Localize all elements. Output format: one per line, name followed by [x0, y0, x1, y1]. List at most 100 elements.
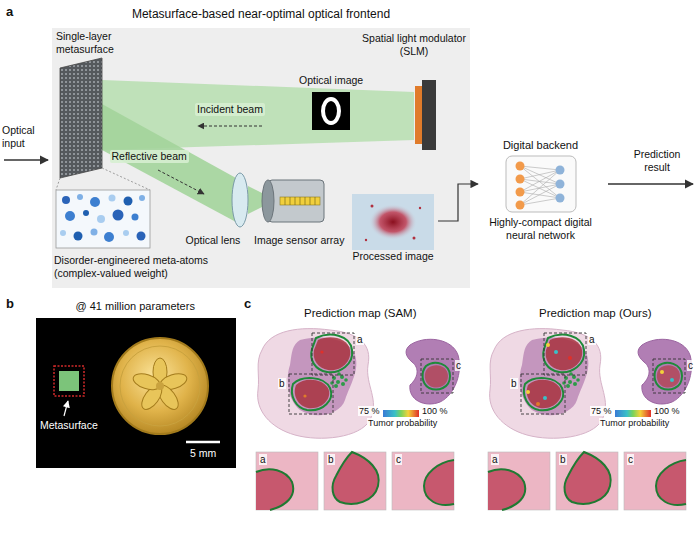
- heat-spots: [536, 402, 540, 406]
- image-sensor: [280, 197, 320, 205]
- processed-image-picture: [419, 207, 421, 209]
- zoom-leader: [56, 168, 150, 190]
- neural-network-icon: [520, 166, 560, 170]
- neural-network-icon: [516, 188, 525, 197]
- pointer-arrow: [64, 401, 68, 416]
- meta-atom-inset: [77, 194, 83, 200]
- processed-image-picture: [352, 194, 434, 250]
- photo-label: Metasurface: [40, 419, 98, 432]
- panel-letter: b: [6, 296, 14, 312]
- heat-spots: [568, 356, 572, 360]
- meta-atom-inset: [123, 230, 129, 236]
- neural-network-icon: [520, 184, 560, 205]
- region-letter: a: [491, 454, 499, 465]
- map-title: Prediction map (SAM): [304, 306, 416, 320]
- meta-atom-inset: [137, 232, 146, 241]
- image-sensor: [268, 180, 324, 222]
- part-label: Image sensor array: [254, 234, 344, 247]
- beam-direction-arrow: [198, 126, 262, 127]
- region-letter: c: [455, 360, 462, 371]
- part-label: Optical lens: [186, 234, 241, 247]
- processed-image-picture: [352, 194, 434, 250]
- neural-network-icon: [506, 156, 576, 212]
- processed-image-picture: [365, 239, 367, 241]
- coin: [112, 338, 208, 434]
- zoom-insets: [256, 452, 318, 510]
- meta-atom-inset: [124, 197, 133, 206]
- image-sensor: [262, 180, 324, 222]
- neural-network-icon: [556, 180, 565, 189]
- colorbar-label: 75 %: [590, 406, 613, 416]
- colorbar-label: Tumor probability: [599, 418, 670, 428]
- part-label: Single-layer metasurface: [56, 30, 128, 56]
- meta-atom-inset: [104, 232, 114, 242]
- zoom-insets: [488, 452, 550, 510]
- image-sensor: [262, 180, 274, 222]
- neural-network-icon: [520, 166, 560, 205]
- processed-image-picture: [371, 205, 374, 208]
- neural-network-icon: [520, 192, 560, 198]
- zoom-insets: [624, 452, 686, 510]
- frontend-panel-ground: [52, 28, 470, 288]
- meta-atom-inset: [62, 196, 70, 204]
- zoom-insets: [392, 452, 454, 510]
- region-letter: b: [559, 454, 567, 465]
- meta-atom-inset: [113, 210, 124, 221]
- processed-image-node: Processed image: [348, 192, 438, 263]
- neural-network-icon: [520, 166, 560, 198]
- neural-network-icon: [556, 166, 565, 175]
- neural-network-icon: [520, 179, 560, 184]
- region-letter: a: [588, 334, 596, 345]
- metasurface-chip: [54, 366, 84, 396]
- region-letter: a: [259, 454, 267, 465]
- node-label: Processed image: [348, 250, 438, 263]
- prediction-map: [258, 329, 460, 439]
- image-sensor: [285, 197, 286, 205]
- heat-spots: [526, 390, 530, 394]
- output-arrow: [608, 184, 693, 185]
- meta-atom-inset: [139, 195, 145, 201]
- parameter-note: @ 41 million parameters: [76, 300, 195, 313]
- neural-network-icon: [520, 170, 560, 179]
- heat-spots: [320, 350, 323, 353]
- pointer-arrow: [64, 401, 68, 416]
- meta-atom-inset: [60, 230, 66, 236]
- meta-atom-inset: [74, 232, 83, 241]
- neural-network-icon: [506, 156, 576, 212]
- metasurface-chip: [59, 371, 79, 391]
- heat-spots: [303, 394, 306, 397]
- node-heading: Digital backend: [478, 138, 603, 152]
- frontend-panel-ground: [52, 28, 470, 288]
- output-arrow: [608, 183, 693, 184]
- coin: [112, 338, 208, 434]
- neural-network-icon: [516, 175, 525, 184]
- metasurface-plate: [60, 58, 102, 178]
- coin: [156, 382, 164, 390]
- region-letter: b: [510, 378, 518, 389]
- panel-letter: c: [244, 296, 251, 312]
- meta-atom-inset: [83, 210, 89, 216]
- zoom-insets: [556, 452, 618, 510]
- image-sensor: [300, 197, 301, 205]
- map-title: Prediction map (Ours): [539, 306, 651, 320]
- coin: [131, 371, 162, 393]
- neural-network-icon: [520, 170, 560, 192]
- colorbar-label: 100 %: [421, 406, 449, 416]
- input-arrow: [4, 160, 48, 161]
- meta-atom-inset: [90, 197, 100, 207]
- part-label: Disorder-engineered meta-atoms (complex-…: [54, 254, 224, 280]
- prediction-map: [258, 329, 692, 439]
- image-sensor: [305, 197, 306, 205]
- heat-spots: [543, 396, 547, 400]
- meta-atom-inset: [132, 214, 139, 221]
- colorbar-label: Tumor probability: [367, 418, 438, 428]
- prediction-map: [490, 329, 692, 439]
- scale-bar: [186, 442, 220, 443]
- optical-lens: [232, 173, 248, 227]
- scale-bar: [186, 441, 220, 444]
- meta-atom-inset: [91, 229, 98, 236]
- colorbar-label: 100 %: [653, 406, 681, 416]
- heat-spots: [660, 370, 664, 374]
- processed-image-picture: [369, 204, 417, 240]
